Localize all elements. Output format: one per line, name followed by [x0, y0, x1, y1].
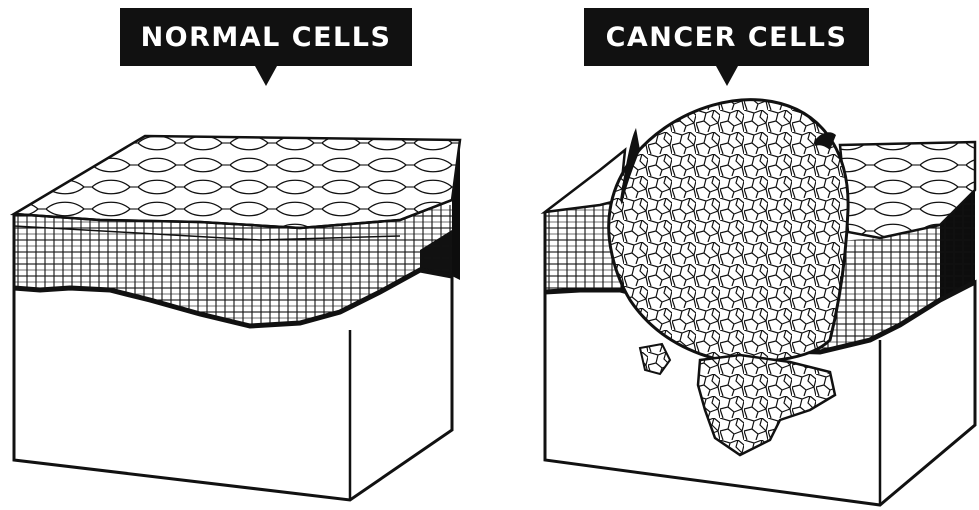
normal-tissue-block — [10, 130, 465, 500]
cancer-tissue-block — [540, 95, 979, 505]
